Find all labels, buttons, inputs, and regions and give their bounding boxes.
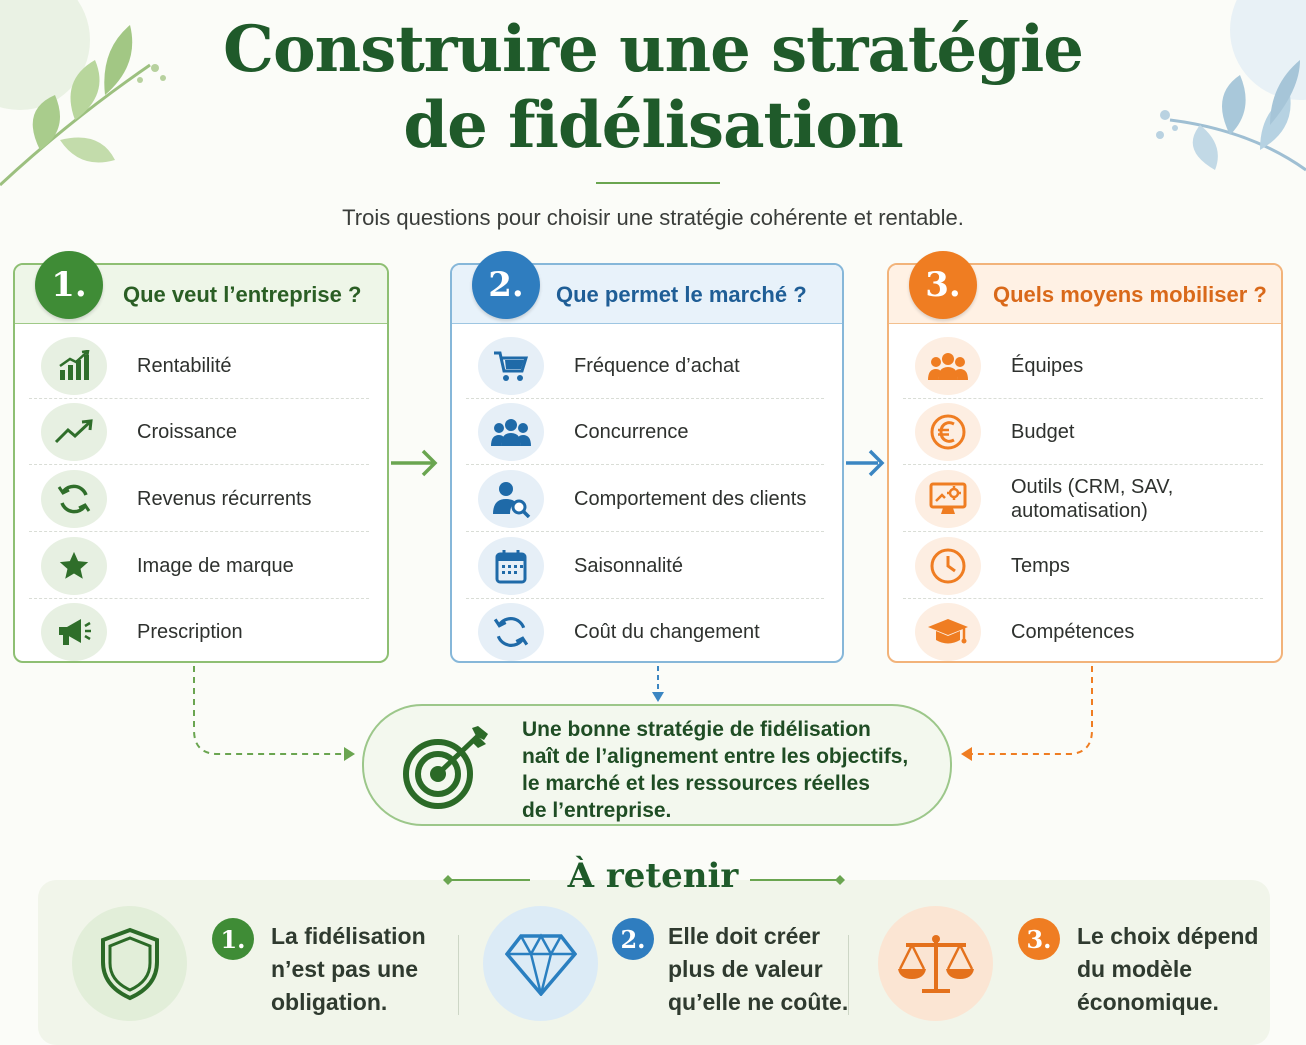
list-item-label: Saisonnalité [574,555,683,577]
diamond-icon [483,906,598,1021]
conclusion-text: Une bonne stratégie de fidélisation naît… [522,716,942,824]
takeaway-line: plus de valeur [668,956,823,982]
list-item-label: Concurrence [574,421,689,443]
megaphone-icon [41,603,107,661]
list-item: Coût du changement [466,599,824,665]
takeaway-line: La fidélisation [271,923,426,949]
list-item: Croissance [29,399,369,465]
takeaway-line: Le choix dépend [1077,923,1259,949]
title-divider [596,182,720,184]
page-title-line1: Construire une stratégie [223,12,1084,87]
divider [458,935,459,1015]
list-item: Compétences [903,599,1263,665]
card-number-badge: 2. [472,251,540,319]
list-item: Budget [903,399,1263,465]
list-item-label: Fréquence d’achat [574,355,740,377]
arrow-right-green-icon [391,449,438,477]
list-item-label: Croissance [137,421,238,443]
list-item: Image de marque [29,533,369,599]
card-title: Que permet le marché ? [556,282,807,307]
user-search-icon [478,470,544,528]
arrow-right-blue-icon [846,449,885,477]
takeaway-text: La fidélisation n’est pas une obligation… [271,920,426,1019]
list-item: Concurrence [466,399,824,465]
takeaway-line: du modèle [1077,956,1193,982]
scales-icon [878,906,993,1021]
bar-chart-icon [41,337,107,395]
key-takeaways-panel [38,880,1270,1045]
list-item-label: Budget [1011,421,1075,443]
divider [848,935,849,1015]
card-number-badge: 3. [909,251,977,319]
page-title-line2: de fidélisation [403,88,903,163]
page-subtitle: Trois questions pour choisir une stratég… [342,205,964,230]
card-resources: 3. Quels moyens mobiliser ? Équipes Budg… [887,251,1283,665]
refresh-icon [478,603,544,661]
takeaway-number-badge: 1. [212,918,254,960]
list-item: Saisonnalité [466,533,824,599]
refresh-icon [41,470,107,528]
takeaway-text: Le choix dépend du modèle économique. [1077,920,1258,1019]
list-item-label: Compétences [1011,621,1135,643]
list-item: Comportement des clients [466,466,824,532]
list-item: Fréquence d’achat [466,333,824,399]
conclusion-line: le marché et les ressources réelles [522,772,870,795]
list-item: Prescription [29,599,369,665]
list-item: Rentabilité [29,333,369,399]
list-item: Temps [903,533,1263,599]
card-title: Quels moyens mobiliser ? [993,282,1267,307]
card-market: 2. Que permet le marché ? Fréquence d’ac… [450,251,844,665]
conclusion-line: Une bonne stratégie de fidélisation [522,718,871,741]
list-item-label: Comportement des clients [574,488,807,510]
list-item-label: Temps [1011,555,1070,577]
takeaway-text: Elle doit créer plus de valeur qu’elle n… [668,920,848,1019]
takeaway-line: obligation. [271,989,388,1015]
conclusion-line: naît de l’alignement entre les objectifs… [522,745,909,768]
takeaway-number-badge: 2. [612,918,654,960]
list-item-label: Prescription [137,621,243,643]
list-item: Revenus récurrents [29,466,369,532]
list-item: Équipes [903,333,1263,399]
team-icon [915,337,981,395]
card-number-badge: 1. [35,251,103,319]
list-item-label: Équipes [1011,355,1084,377]
people-icon [478,403,544,461]
list-item-label-line2: automatisation) [1011,500,1148,522]
monitor-gear-icon [915,470,981,528]
cart-icon [478,337,544,395]
page-title: Construire une stratégie de fidélisation [0,12,1306,164]
graduation-cap-icon [915,603,981,661]
key-takeaways-title: À retenir [567,856,739,896]
takeaway-line: qu’elle ne coûte. [668,989,849,1015]
star-icon [41,537,107,595]
list-item-label: Outils (CRM, SAV, automatisation) [1011,475,1173,523]
takeaway-line: Elle doit créer [668,923,821,949]
list-item-label: Image de marque [137,555,294,577]
list-item: Outils (CRM, SAV, automatisation) [903,466,1263,532]
takeaway-line: économique. [1077,989,1219,1015]
euro-icon [915,403,981,461]
card-company-goals: 1. Que veut l’entreprise ? Rentabilité C… [13,251,389,665]
clock-icon [915,537,981,595]
shield-icon [72,906,187,1021]
takeaway-line: n’est pas une [271,956,418,982]
list-item-label: Coût du changement [574,621,760,643]
list-item-label: Rentabilité [137,355,232,377]
takeaway-number-badge: 3. [1018,918,1060,960]
conclusion-box: Une bonne stratégie de fidélisation naît… [362,704,952,826]
conclusion-line: de l’entreprise. [522,799,672,822]
card-title: Que veut l’entreprise ? [123,282,362,307]
target-arrow-icon [403,726,488,809]
trend-up-icon [41,403,107,461]
calendar-icon [478,537,544,595]
list-item-label-line1: Outils (CRM, SAV, [1011,476,1174,498]
list-item-label: Revenus récurrents [137,488,312,510]
